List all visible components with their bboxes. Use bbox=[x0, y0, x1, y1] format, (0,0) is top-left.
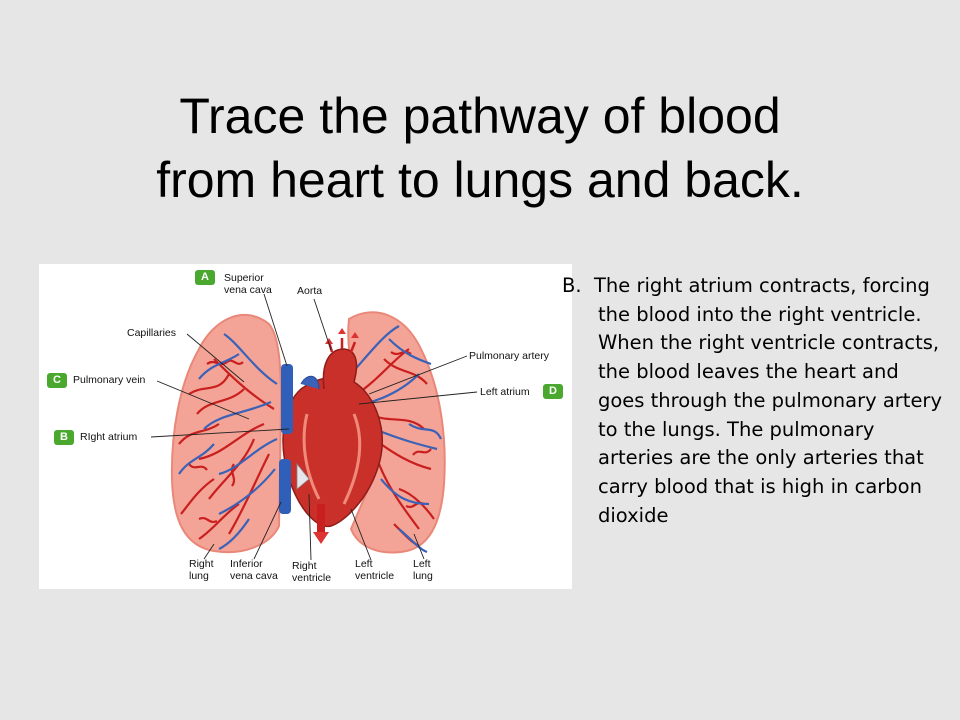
body-paragraph: B. The right atrium contracts, forcing t… bbox=[562, 272, 942, 530]
left-lung-veins bbox=[350, 325, 442, 554]
badge-d: D bbox=[543, 384, 563, 399]
body-content: The right atrium contracts, forcing the … bbox=[593, 274, 942, 527]
body-text: B. The right atrium contracts, forcing t… bbox=[562, 272, 942, 530]
label-right-ventricle: Right ventricle bbox=[292, 560, 332, 584]
title-line-1: Trace the pathway of blood bbox=[179, 88, 781, 144]
label-left-lung: Left lung bbox=[413, 558, 433, 582]
heart bbox=[279, 328, 383, 544]
badge-c: C bbox=[47, 373, 67, 388]
label-capillaries: Capillaries bbox=[127, 327, 177, 339]
label-right-atrium: RIght atrium bbox=[80, 431, 138, 443]
label-aorta: Aorta bbox=[297, 285, 323, 297]
right-lung-shape bbox=[170, 313, 283, 554]
label-inferior-vena-cava: Inferior vena cava bbox=[230, 558, 278, 582]
label-left-atrium: Left atrium bbox=[480, 386, 530, 398]
label-left-ventricle: Left ventricle bbox=[355, 558, 395, 582]
label-superior-vena-cava: Superior vena cava bbox=[224, 272, 272, 296]
badge-b: B bbox=[54, 430, 74, 445]
heart-lung-illustration bbox=[150, 293, 478, 561]
badge-a: A bbox=[195, 270, 215, 285]
body-marker: B. bbox=[562, 274, 582, 297]
heart-lung-diagram: A C B D Superior vena cava Aorta Capilla… bbox=[39, 264, 572, 589]
title-line-2: from heart to lungs and back. bbox=[156, 152, 804, 208]
label-right-lung: Right lung bbox=[189, 558, 214, 582]
label-pulmonary-artery: Pulmonary artery bbox=[469, 350, 549, 362]
leader-lines bbox=[150, 293, 478, 561]
label-pulmonary-vein: Pulmonary vein bbox=[73, 374, 146, 386]
slide-title: Trace the pathway of blood from heart to… bbox=[40, 84, 920, 212]
right-lung-veins bbox=[178, 333, 278, 550]
